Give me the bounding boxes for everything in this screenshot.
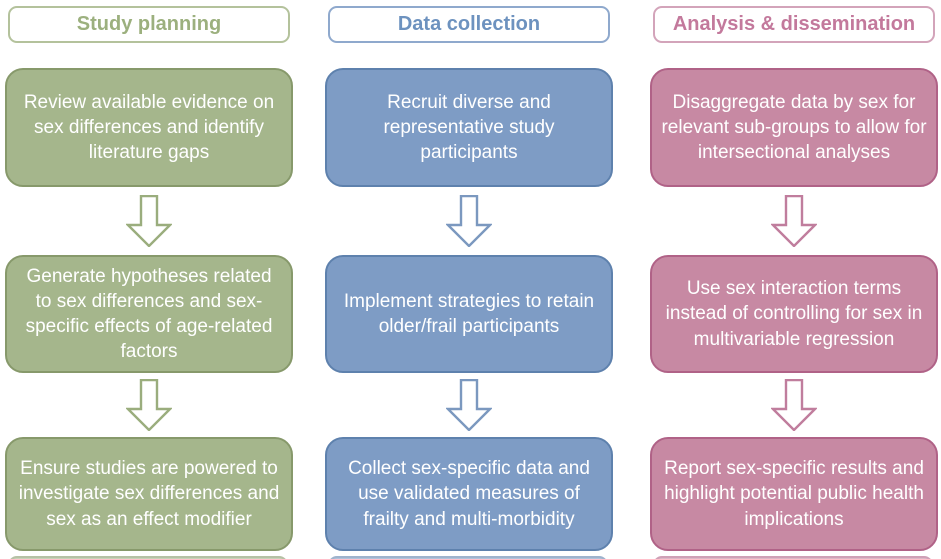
step-text: Report sex-specific results and highligh… — [664, 458, 924, 530]
step-text: Ensure studies are powered to investigat… — [18, 458, 280, 530]
column-study-planning: Study planning Review available evidence… — [5, 0, 293, 559]
down-arrow-icon — [771, 195, 817, 247]
step-box: Ensure studies are powered to investigat… — [5, 437, 293, 551]
down-arrow-icon — [126, 379, 172, 431]
column-header-label: Analysis & dissemination — [672, 13, 916, 35]
column-header-analysis-dissemination: Analysis & dissemination — [653, 6, 935, 43]
down-arrow-icon — [446, 379, 492, 431]
down-arrow-icon — [446, 195, 492, 247]
step-text: Collect sex-specific data and use valida… — [348, 458, 590, 530]
step-box: Report sex-specific results and highligh… — [650, 437, 938, 551]
arrow-container — [771, 373, 817, 437]
step-box: Generate hypotheses related to sex diffe… — [5, 255, 293, 373]
column-header-label: Data collection — [397, 13, 541, 35]
step-text: Use sex interaction terms instead of con… — [665, 278, 923, 350]
column-analysis-dissemination: Analysis & dissemination Disaggregate da… — [650, 0, 938, 559]
down-arrow-icon — [126, 195, 172, 247]
step-text: Recruit diverse and representative study… — [383, 91, 555, 164]
arrow-container — [126, 187, 172, 255]
step-box: Use sex interaction terms instead of con… — [650, 255, 938, 373]
column-header-study-planning: Study planning — [8, 6, 290, 43]
arrow-container — [446, 187, 492, 255]
column-data-collection: Data collection Recruit diverse and repr… — [325, 0, 613, 559]
step-text: Disaggregate data by sex for relevant su… — [661, 91, 927, 164]
down-arrow-icon — [771, 379, 817, 431]
step-box: Implement strategies to retain older/fra… — [325, 255, 613, 373]
step-text: Review available evidence on sex differe… — [23, 91, 275, 164]
arrow-container — [771, 187, 817, 255]
step-box: Collect sex-specific data and use valida… — [325, 437, 613, 551]
arrow-container — [126, 373, 172, 437]
step-text: Implement strategies to retain older/fra… — [343, 290, 595, 337]
step-box: Review available evidence on sex differe… — [5, 68, 293, 187]
step-text: Generate hypotheses related to sex diffe… — [25, 265, 273, 363]
column-header-label: Study planning — [76, 13, 222, 35]
column-header-data-collection: Data collection — [328, 6, 610, 43]
step-box: Recruit diverse and representative study… — [325, 68, 613, 187]
arrow-container — [446, 373, 492, 437]
step-box: Disaggregate data by sex for relevant su… — [650, 68, 938, 187]
